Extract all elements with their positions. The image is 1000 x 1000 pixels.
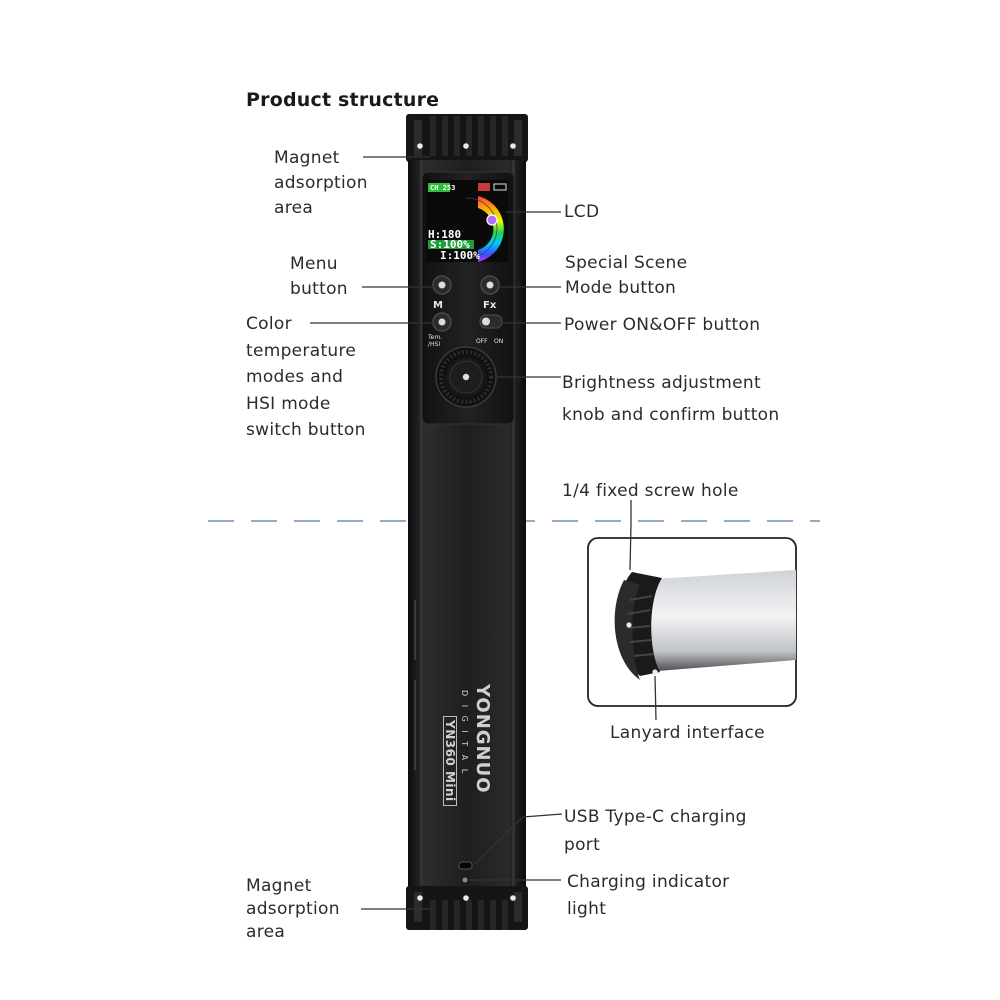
label-line: light [567, 899, 607, 919]
label-line: modes and [246, 367, 344, 387]
label-line: Charging indicator [567, 872, 730, 892]
label-line: switch button [246, 420, 366, 440]
label-line: Brightness adjustment [562, 373, 761, 393]
label-line: Color [246, 314, 292, 334]
label-line: Mode button [565, 278, 677, 298]
bottom-cap [406, 886, 528, 930]
lcd-hue-arc [478, 196, 504, 262]
label-lanyard: Lanyard interface [610, 723, 765, 743]
charging-indicator [462, 877, 468, 883]
label-special-scene: Special Scene Mode button [565, 251, 687, 301]
brightness-knob [435, 346, 497, 408]
brand-subtitle: D I G I T A L [460, 690, 469, 777]
label-charging-indicator: Charging indicator light [567, 869, 729, 923]
label-line: adsorption [274, 173, 368, 193]
label-line: temperature [246, 340, 357, 361]
label-brightness: Brightness adjustment knob and confirm b… [562, 367, 779, 431]
label-color-temp: Color temperature modes and HSI mode swi… [246, 311, 366, 444]
power-on-mark: ON [494, 338, 504, 345]
inset-end-cap-view [587, 537, 797, 707]
lcd-intensity: I:100% [440, 249, 480, 262]
lcd-hue: H:180 [428, 228, 462, 241]
label-screw-hole: 1/4 fixed screw hole [562, 481, 739, 501]
temp-hsi-button-mark: Tem. /HSI [428, 334, 443, 348]
fx-button-mark: Fx [483, 300, 497, 311]
power-off-mark: OFF [476, 338, 488, 345]
label-usb-port: USB Type-C charging port [564, 803, 747, 859]
menu-button-mark: M [433, 300, 443, 311]
brand-logo: YONGNUO [472, 684, 493, 794]
label-line: port [564, 835, 601, 855]
leader-lines [310, 156, 657, 910]
label-power: Power ON&OFF button [564, 315, 761, 335]
label-lcd: LCD [564, 202, 600, 222]
lcd-saturation: S:100% [430, 238, 470, 251]
page-title: Product structure [246, 89, 440, 111]
label-line: area [274, 198, 314, 218]
label-line: USB Type-C charging [564, 807, 747, 827]
label-line: button [290, 279, 348, 299]
label-magnet-top: Magnet adsorption area [274, 146, 368, 221]
lcd-channel: CH 253 [430, 184, 456, 192]
top-cap [406, 114, 528, 162]
label-line: Special Scene [565, 253, 688, 273]
label-line: Magnet [246, 876, 312, 896]
panel-buttons [432, 275, 503, 332]
label-line: Menu [290, 254, 338, 274]
label-line: knob and confirm button [562, 405, 780, 425]
label-line: HSI mode [246, 393, 331, 414]
label-magnet-bottom: Magnet adsorption area [246, 875, 340, 944]
label-line: Magnet [274, 148, 340, 168]
usb-port [458, 861, 473, 870]
model-name: YN360 Mini [443, 716, 457, 806]
label-line: area [246, 922, 286, 942]
label-menu-button: Menu button [290, 252, 348, 302]
label-line: adsorption [246, 899, 340, 919]
